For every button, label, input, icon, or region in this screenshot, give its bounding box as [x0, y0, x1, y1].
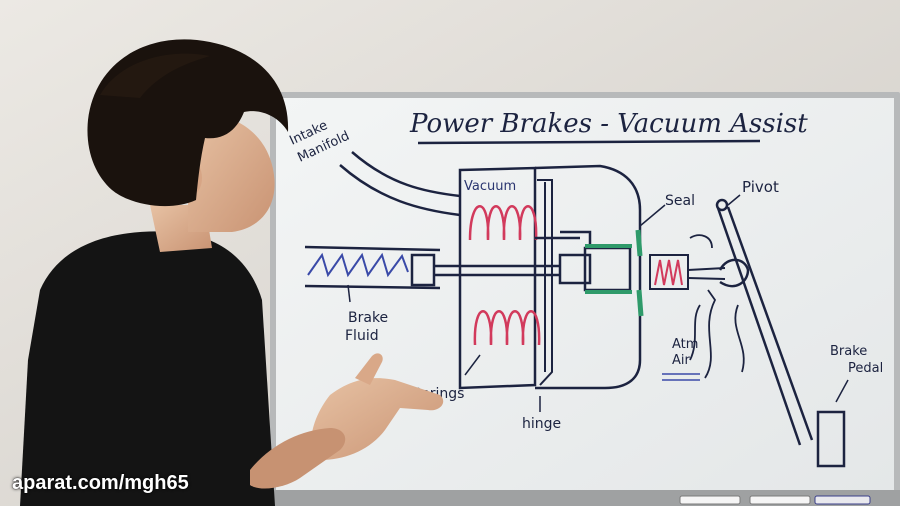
marker-tray-marker [749, 495, 811, 505]
label-brake-fluid-1: Brake [348, 310, 388, 326]
label-brake-pedal-2: Pedal [848, 361, 883, 376]
atm-air-underline [662, 373, 700, 381]
springs-pointer [464, 354, 481, 376]
title-underline [417, 139, 761, 145]
label-air: Air [672, 353, 691, 368]
atmospheric-air-arrows [689, 234, 745, 379]
brake-fluid-cylinder [304, 245, 560, 290]
label-brake-fluid-2: Fluid [345, 328, 379, 344]
label-pivot: Pivot [742, 178, 779, 196]
intake-manifold-pipe [339, 151, 461, 217]
presenter-hand-left [250, 428, 346, 489]
label-seal: Seal [665, 193, 695, 209]
lower-spring [473, 310, 541, 346]
watermark: aparat.com/mgh65 [12, 472, 189, 494]
brake-fluid-squiggle [307, 252, 409, 278]
label-hinge: hinge [522, 416, 561, 432]
seal-pointer [639, 204, 666, 227]
brake-fluid-pointer [347, 284, 351, 303]
presenter [20, 39, 444, 506]
brake-pedal-pointer [835, 379, 849, 403]
label-atm: Atm [672, 337, 698, 352]
marker-tray-marker [679, 495, 741, 505]
booster-housing [458, 164, 642, 390]
upper-spring [468, 205, 538, 241]
pivot-pointer [727, 194, 741, 206]
air-valve [649, 254, 726, 290]
seal-top [635, 229, 643, 257]
brake-pedal [715, 198, 846, 468]
marker-tray-marker [814, 495, 871, 505]
board-title: Power Brakes - Vacuum Assist [409, 109, 808, 139]
air-valve-spring [654, 259, 683, 286]
label-vacuum: Vacuum [464, 179, 516, 194]
seal-bottom [636, 289, 644, 317]
label-brake-pedal-1: Brake [830, 344, 867, 359]
